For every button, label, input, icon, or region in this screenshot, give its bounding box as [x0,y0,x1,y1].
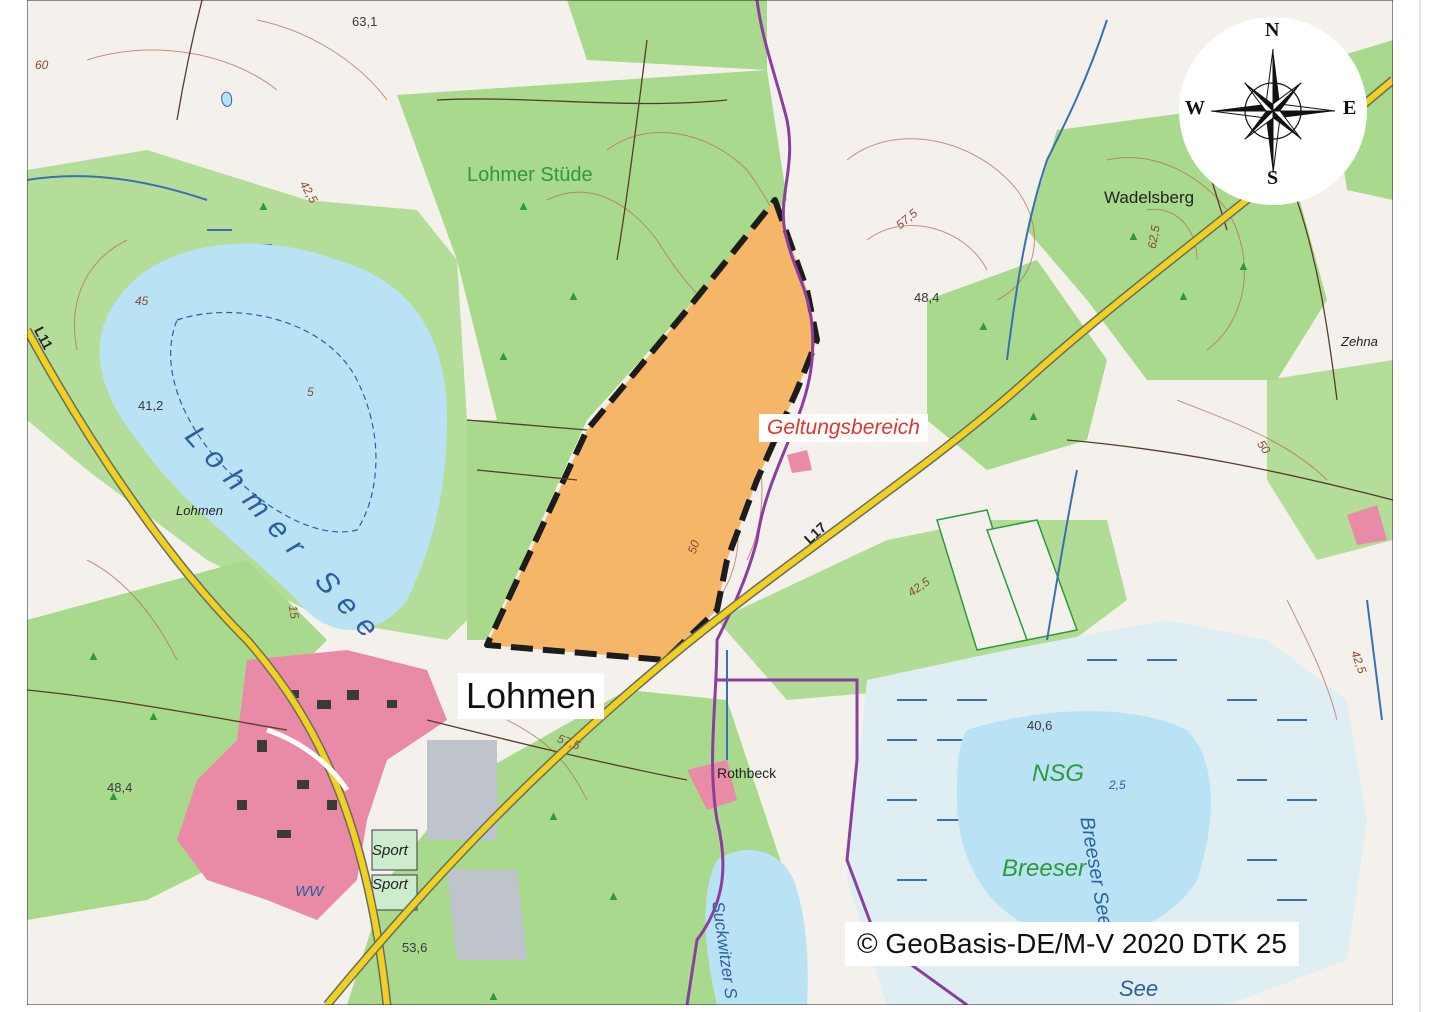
road-l17 [324,77,1393,1005]
lake-breeser [957,711,1211,938]
label-sport: Sport [372,842,408,859]
compass-star-icon [1210,48,1336,174]
label-see-fragment: See [1119,976,1159,1001]
road-l11 [27,328,390,1005]
label-nsg: NSG [1032,760,1085,787]
svg-text:▲: ▲ [977,318,990,333]
industrial-zone-2 [447,870,527,960]
place-name-zehna: Zehna [1341,334,1378,349]
svg-text:▲: ▲ [497,348,510,363]
elevation-label: 2,5 [1109,778,1126,792]
elevation-label: 53,6 [402,940,428,955]
place-name-rothbeck: Rothbeck [717,765,777,781]
compass-west: W [1185,97,1205,119]
plan-area-geltungsbereich [484,197,820,663]
forest-area-north [397,70,787,420]
svg-text:▲: ▲ [547,808,560,823]
svg-text:▲: ▲ [107,788,120,803]
place-name-lohmen: Lohmen [458,673,605,719]
forest-area-north-top [567,0,767,70]
lake-lohmer [99,243,447,630]
label-sport: Sport [372,876,408,893]
road-village [266,727,350,792]
settlement-east [1347,505,1387,545]
compass-east: E [1343,97,1357,119]
place-name-wadelsberg: Wadelsberg [1104,188,1195,207]
svg-text:▲: ▲ [487,988,500,1003]
svg-text:▲: ▲ [87,648,100,663]
svg-text:▲: ▲ [1027,408,1040,423]
elevation-label: 41,2 [138,398,164,413]
svg-text:▲: ▲ [517,198,530,213]
contour-label: 45 [135,294,149,308]
compass-north: N [1265,19,1280,41]
boundary-purple [685,0,815,1005]
svg-text:▲: ▲ [257,198,270,213]
elevation-label: 48,4 [107,780,133,795]
compass-south: S [1267,167,1279,189]
settlement-lohmen [177,650,447,920]
copyright-notice: © GeoBasis-DE/M-V 2020 DTK 25 [845,922,1299,966]
elevation-label: 40,6 [1027,718,1053,733]
industrial-zone-1 [427,740,497,840]
svg-text:▲: ▲ [1237,258,1250,273]
elevation-label: 48,4 [914,290,940,305]
meadow-strip-2 [985,519,1079,641]
contour-label: 60 [35,58,49,72]
map-frame: ▲ ▲ ▲ ▲ ▲ ▲ ▲ ▲ ▲ ▲ ▲ ▲ ▲ ▲ ▲ 63,1 Lohmer Stüde Wa… [27,0,1393,1005]
svg-text:▲: ▲ [1127,228,1140,243]
page-edge-mark [1419,0,1421,1012]
sport-field-1 [371,829,418,871]
plan-area-label: Geltungsbereich [759,414,928,442]
compass-rose: N S E W [1179,17,1367,205]
forest-area-east [927,260,1107,470]
lake-suckwitzer [705,850,808,1005]
place-name-lohmen-small: Lohmen [176,503,223,518]
svg-text:▲: ▲ [1177,288,1190,303]
tree-symbols: ▲ ▲ ▲ ▲ ▲ ▲ ▲ ▲ ▲ ▲ ▲ ▲ ▲ ▲ ▲ [87,198,1250,1003]
contour-label: 5 [307,385,314,399]
forest-area-far-east [1267,360,1393,560]
streams [27,19,1383,760]
pond-north [221,91,233,107]
contour-label: 15 [285,604,302,620]
elevation-label: 63,1 [352,14,378,29]
svg-text:▲: ▲ [147,708,160,723]
forest-name-lohmer-stude: Lohmer Stüde [467,164,593,186]
tracks [27,0,1393,781]
map-canvas: ▲ ▲ ▲ ▲ ▲ ▲ ▲ ▲ ▲ ▲ ▲ ▲ ▲ ▲ ▲ [27,0,1393,1005]
lake-lohmer-depth [170,311,377,533]
settlement-geltung [787,450,812,473]
forest-area-center [467,420,587,640]
label-ww: WW [295,883,324,900]
svg-text:▲: ▲ [567,288,580,303]
svg-text:▲: ▲ [607,888,620,903]
label-breeser: Breeser [1002,855,1087,882]
